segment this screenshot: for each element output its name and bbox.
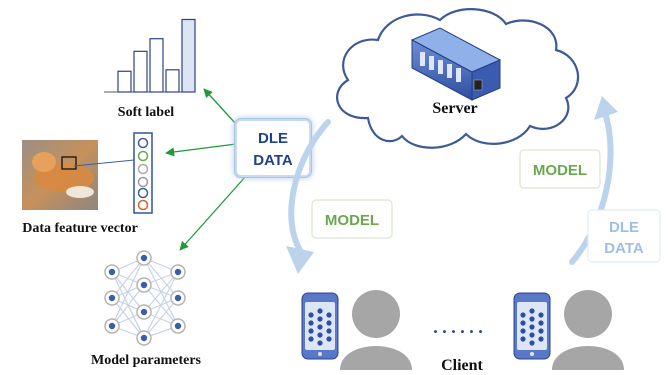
cat-image — [22, 140, 98, 210]
phone-network-node — [317, 324, 323, 330]
arrow-to-feature-vector — [165, 143, 237, 157]
model-label-up: MODEL — [519, 149, 601, 189]
server-icon — [410, 27, 502, 101]
phone-network-node — [520, 312, 526, 318]
model-label-down: MODEL — [311, 199, 393, 239]
server-caption: Server — [432, 100, 477, 117]
soft-label-caption: Soft label — [118, 105, 175, 120]
network-node-core — [174, 322, 182, 330]
phone-network-node — [317, 340, 323, 346]
phone-network-node — [529, 308, 535, 314]
model-down-text: MODEL — [325, 212, 379, 229]
dle-data-box: DLE DATA — [234, 118, 312, 178]
phone-icon — [301, 292, 339, 360]
phone-network-node — [529, 332, 535, 338]
phone-icon — [513, 292, 551, 360]
client-caption: Client — [441, 357, 483, 374]
network-edge — [111, 257, 145, 327]
phone-network-node — [326, 336, 332, 342]
phone-network-node — [326, 320, 332, 326]
dle-data-line1: DLE — [258, 130, 288, 147]
cat-patch-box — [61, 156, 77, 170]
phone-network-node — [538, 328, 544, 334]
network-edge — [111, 297, 145, 339]
network-edge — [111, 284, 145, 327]
soft-label-bar — [149, 38, 164, 93]
phone-network-node — [308, 312, 314, 318]
phone-network-node — [317, 308, 323, 314]
phone-network-node — [529, 316, 535, 322]
network-node-core — [140, 308, 148, 316]
dle-data-line2: DATA — [253, 152, 293, 169]
phone-network-node — [308, 336, 314, 342]
phone-network-node — [538, 336, 544, 342]
arrow-to-model-parameters — [179, 175, 247, 251]
person-icon — [340, 290, 412, 370]
data-feature-vector-caption: Data feature vector — [22, 221, 138, 236]
phone-network-node — [520, 336, 526, 342]
soft-label-bar — [165, 69, 180, 93]
phone-network-node — [317, 332, 323, 338]
network-edge — [111, 257, 145, 299]
phone-network-node — [308, 320, 314, 326]
phone-network-node — [529, 324, 535, 330]
soft-label-bar — [133, 50, 148, 93]
phone-network-node — [538, 320, 544, 326]
soft-label-bar — [181, 18, 196, 93]
arrow-to-soft-label — [203, 88, 237, 125]
feature-vector — [133, 132, 153, 214]
phone-network-node — [520, 328, 526, 334]
network-node-core — [108, 322, 116, 330]
phone-network-node — [520, 320, 526, 326]
soft-label-bar — [117, 70, 132, 93]
model-download-arrow — [286, 119, 331, 274]
phone-network-node — [326, 328, 332, 334]
phone-network-node — [308, 328, 314, 334]
dle-upload-line2: DATA — [604, 240, 644, 257]
network-node-core — [174, 268, 182, 276]
network-edge — [143, 297, 179, 339]
network-edge — [143, 271, 179, 313]
network-edge — [143, 271, 179, 339]
patch-to-vector-line — [73, 159, 135, 167]
phone-network-node — [326, 312, 332, 318]
model-parameters-caption: Model parameters — [91, 353, 202, 368]
phone-network-node — [317, 316, 323, 322]
phone-network-node — [538, 312, 544, 318]
dle-upload-label: DLE DATA — [587, 209, 661, 263]
soft-label-chart — [104, 18, 196, 93]
dle-upload-line1: DLE — [609, 219, 639, 236]
phone-network-node — [529, 340, 535, 346]
network-node-core — [140, 254, 148, 262]
dle-upload-arrow — [569, 96, 618, 265]
model-parameters-network — [104, 250, 186, 346]
client-left — [301, 290, 412, 370]
network-node-core — [108, 268, 116, 276]
client-dots: . . . . . . — [433, 317, 483, 337]
network-node-core — [108, 294, 116, 302]
client-right — [513, 290, 624, 370]
model-up-text: MODEL — [533, 162, 587, 179]
network-node-core — [140, 281, 148, 289]
network-node-core — [140, 334, 148, 342]
network-node-core — [174, 294, 182, 302]
person-icon — [552, 290, 624, 370]
